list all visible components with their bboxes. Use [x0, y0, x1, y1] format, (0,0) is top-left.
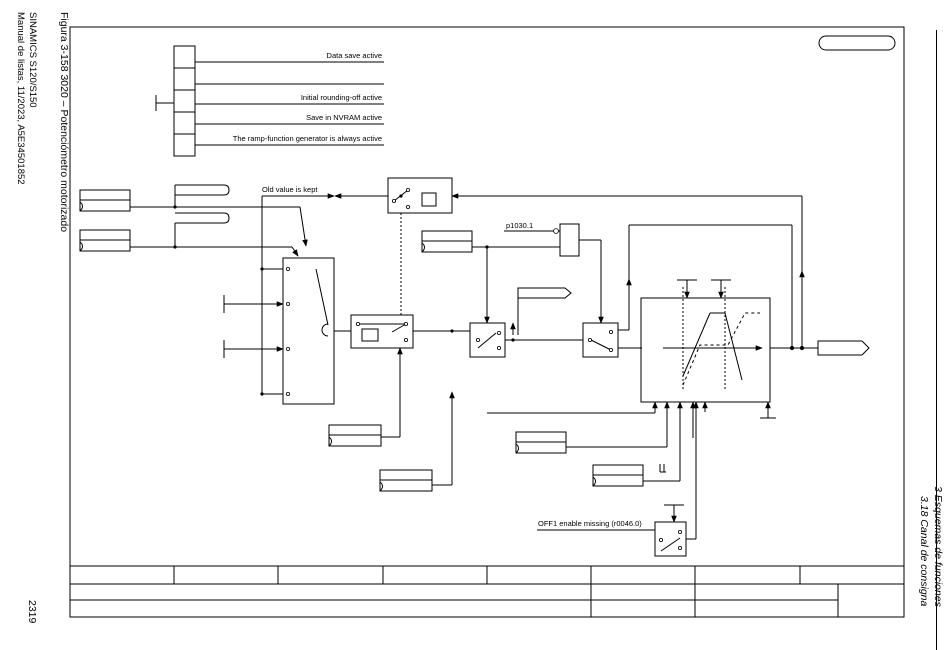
config-table — [155, 45, 384, 157]
input-connector-bottom-c — [515, 431, 567, 454]
config-item-0: Data save active — [327, 51, 382, 60]
config-item-3: Save in NVRAM active — [306, 113, 382, 122]
right-rule — [936, 30, 937, 650]
input-connector-bottom-a — [328, 424, 382, 447]
output-connector — [817, 340, 870, 356]
old-value-block — [387, 177, 453, 214]
input-connector-bottom-b — [379, 469, 433, 492]
tag-lower — [175, 212, 230, 224]
tag-raise — [175, 184, 230, 196]
p1030-gate — [559, 223, 580, 257]
selector-arc — [321, 323, 329, 337]
title-block — [70, 565, 904, 617]
config-item-2: Initial rounding-off active — [301, 93, 382, 102]
input-connector-raise — [79, 189, 131, 212]
input-connector-gate — [421, 230, 473, 253]
config-item-4: The ramp-function generator is always ac… — [233, 134, 382, 143]
old-value-label: Old value is kept — [262, 185, 318, 194]
selector-block — [282, 257, 335, 405]
diagram-frame — [69, 26, 905, 618]
tag-oval — [818, 35, 896, 51]
save-block — [350, 314, 414, 349]
off1-label: OFF1 enable missing (r0046.0) — [538, 519, 642, 528]
input-connector-bottom-d — [592, 464, 644, 487]
param-p1030-label: p1030.1 — [506, 221, 533, 230]
tag-switch-a — [517, 287, 572, 299]
input-connector-lower — [79, 229, 131, 252]
ramp-function-generator — [640, 297, 771, 403]
